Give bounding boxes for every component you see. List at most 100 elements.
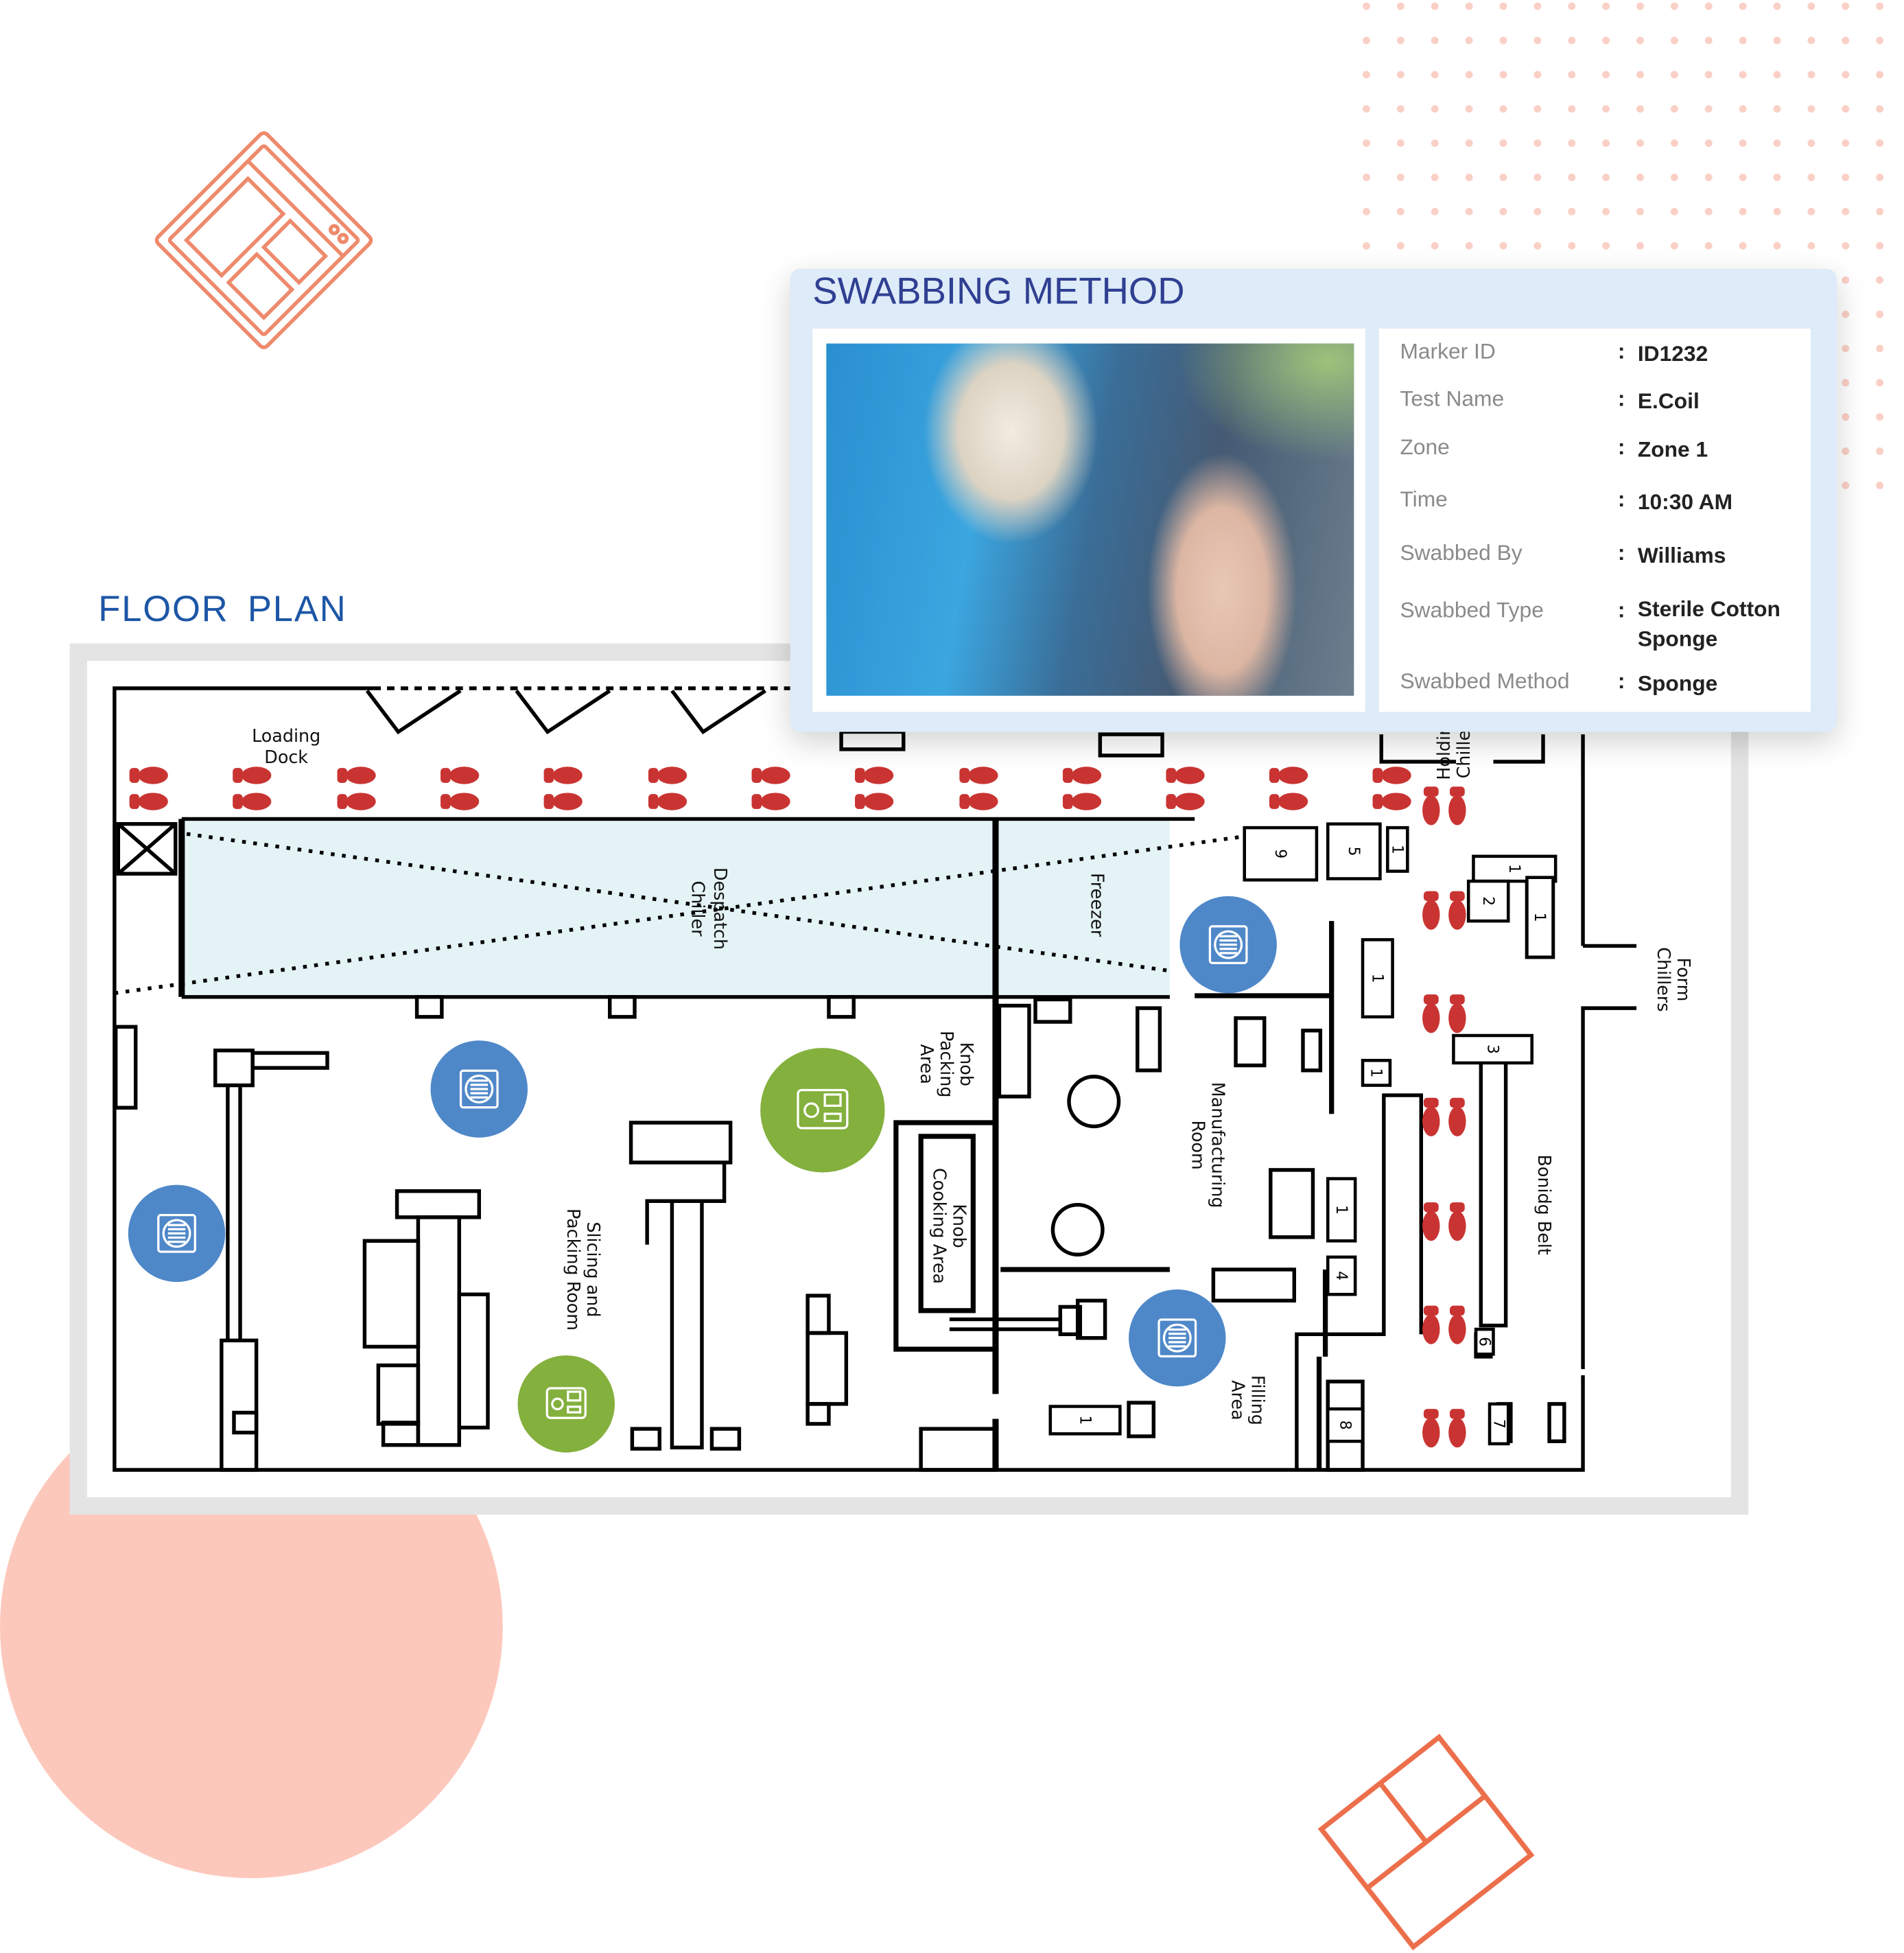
vent-marker[interactable] (430, 1040, 528, 1138)
chiller-zone (181, 819, 1170, 996)
deco-dot (1670, 105, 1678, 113)
deco-dot (1704, 36, 1713, 45)
equipment-box (1048, 1405, 1122, 1436)
deco-dot (1773, 36, 1781, 45)
label-filling-area: Filling (1248, 1375, 1269, 1425)
vent-marker[interactable] (128, 1184, 226, 1283)
footprint-path (129, 767, 1466, 1448)
separator: : (1617, 668, 1625, 694)
equipment-box (1243, 826, 1319, 882)
footprint-icon (129, 767, 168, 784)
label-despatch-chiller: Chiller (687, 881, 708, 937)
deco-dot (1533, 242, 1542, 250)
deco-dot (1431, 207, 1439, 215)
deco-dot (1636, 2, 1644, 10)
footprint-icon (959, 767, 998, 784)
deco-dot (1363, 207, 1370, 215)
deco-dot (1876, 207, 1884, 215)
deco-dot (1636, 242, 1644, 250)
deco-dot (1396, 2, 1405, 10)
label-holding-chiller: Holdir (1433, 728, 1454, 780)
deco-dot (1773, 242, 1781, 250)
swab-sample-photo (826, 343, 1354, 696)
deco-dot (1842, 310, 1850, 318)
equipment-number: 4 (1332, 1271, 1350, 1280)
label-manufacturing-room: Room (1188, 1120, 1209, 1169)
footprint-icon (337, 767, 376, 784)
label-holding-chiller: Chille (1453, 730, 1474, 779)
deco-dot (1773, 207, 1781, 215)
swab-markers (128, 896, 1277, 1453)
deco-dot (1568, 139, 1576, 148)
label-despatch-chiller: Despatch (710, 867, 731, 950)
deco-dot (1602, 36, 1610, 45)
deco-dot (1431, 139, 1439, 148)
vent-marker[interactable] (1179, 896, 1277, 994)
equipment-number: 8 (1336, 1420, 1353, 1430)
deco-dot (1363, 174, 1370, 181)
deco-dot (1499, 174, 1507, 181)
deco-dot (1465, 139, 1473, 148)
deco-dot (1704, 139, 1713, 148)
deco-dot (1704, 174, 1713, 181)
deco-dot (1533, 36, 1542, 45)
deco-dot (1807, 242, 1815, 250)
deco-dot (1842, 36, 1850, 45)
deco-dot (1739, 174, 1747, 181)
detail-value: E.Coil (1637, 388, 1700, 414)
deco-dot (1876, 276, 1884, 284)
vent-marker[interactable] (1129, 1289, 1226, 1387)
deco-dot (1842, 105, 1850, 113)
footprint-icon (1422, 1409, 1440, 1448)
deco-dot (1876, 242, 1884, 250)
deco-dot (1670, 2, 1678, 10)
deco-dot (1499, 2, 1507, 10)
monitor-marker[interactable] (760, 1048, 885, 1173)
separator: : (1617, 540, 1625, 565)
detail-label: Test Name (1400, 386, 1505, 411)
deco-dot (1842, 139, 1850, 148)
deco-dot (1773, 139, 1781, 148)
equipment-box (1466, 879, 1510, 923)
deco-dot (1807, 174, 1815, 181)
deco-dot (1842, 379, 1850, 387)
vent-icon (1157, 1318, 1197, 1358)
footprint-icon (959, 793, 998, 810)
detail-label: Swabbed Type (1400, 597, 1544, 622)
footprint-icon (233, 767, 272, 784)
deco-dot (1704, 71, 1713, 79)
deco-dot (1499, 242, 1507, 250)
deco-dot (1876, 344, 1884, 353)
footprint-icon (1422, 1202, 1440, 1241)
deco-dot (1876, 2, 1884, 10)
footprint-icon (129, 793, 168, 810)
equipment-box (1326, 1177, 1357, 1243)
deco-dot (1807, 2, 1815, 10)
deco-dot (1739, 105, 1747, 113)
deco-dot (1533, 105, 1542, 113)
deco-dot (1396, 207, 1405, 215)
footprint-icon (855, 767, 894, 784)
equipment-number: 1 (1332, 1205, 1350, 1215)
deco-dot (1363, 71, 1370, 79)
footprint-icon (855, 793, 894, 810)
deco-dot (1568, 2, 1576, 10)
monitor-marker[interactable] (517, 1355, 615, 1453)
deco-dot (1363, 36, 1370, 45)
equipment-box (1361, 1059, 1392, 1087)
deco-dot (1842, 207, 1850, 215)
swab-details: Marker ID:ID1232 Test Name:E.Coil Zone:Z… (1378, 328, 1811, 712)
deco-dot (1876, 447, 1884, 455)
footprint-icon (337, 793, 376, 810)
monitor-device-icon (797, 1088, 849, 1130)
photo-container (812, 328, 1365, 712)
deco-dot (1396, 105, 1405, 113)
separator: : (1617, 434, 1625, 460)
footprint-icon (1448, 1202, 1466, 1241)
deco-dot (1876, 71, 1884, 79)
separator: : (1617, 338, 1625, 364)
equipment-number: 7 (1490, 1419, 1507, 1429)
footprint-icon (233, 793, 272, 810)
